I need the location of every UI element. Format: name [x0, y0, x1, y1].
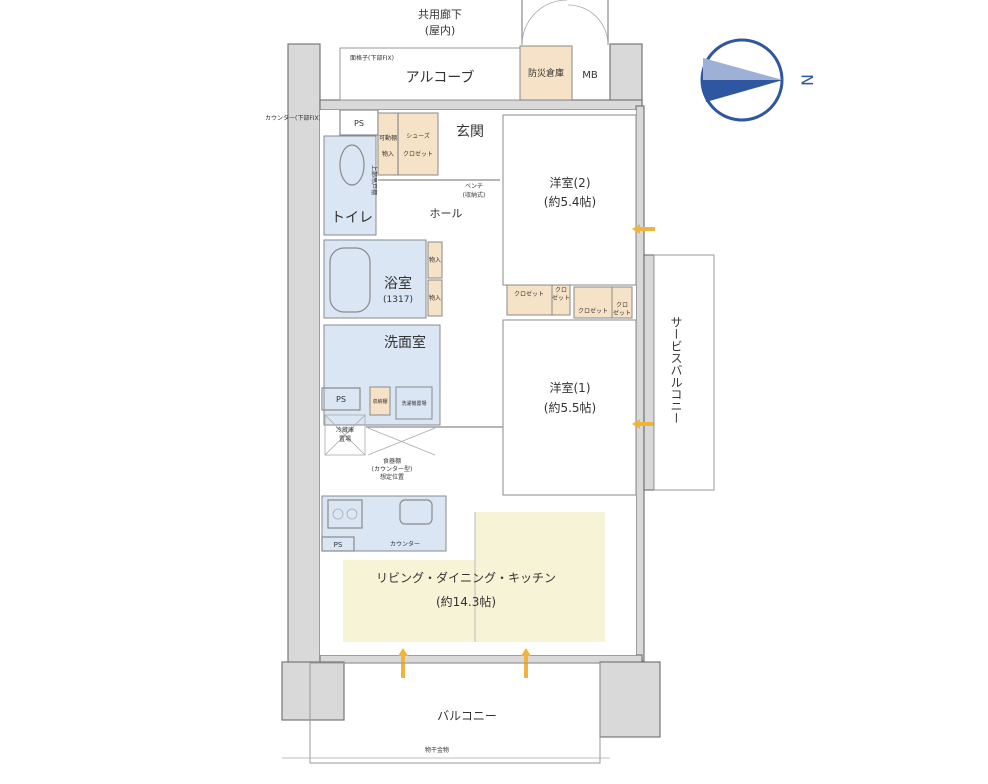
closet-c	[573, 286, 613, 319]
bath-label: 浴室	[384, 275, 412, 292]
washer-label: 洗濯機置場	[401, 400, 426, 407]
corridor-label: 共用廊下	[418, 7, 462, 21]
alcove-note: 面格子(下部FIX)	[350, 54, 394, 62]
bench-label-1: ベンチ	[465, 183, 483, 190]
toilet-bowl	[339, 144, 365, 186]
stove-icon	[327, 499, 363, 529]
bathroom	[323, 239, 427, 319]
cabinet-label-1: 物入	[429, 256, 441, 264]
linen-shelf-label: 収納棚	[372, 398, 387, 405]
closet-d-label-2: ゼット	[613, 309, 631, 317]
north-arrow-icon	[700, 38, 784, 122]
disaster-storage-label: 防災倉庫	[528, 67, 564, 79]
closet-b-label-2: ゼット	[552, 294, 570, 302]
ps-mid	[321, 387, 361, 411]
shoe-closet-label-1: シューズ	[406, 132, 430, 140]
bath-cabinet-2	[427, 279, 443, 317]
ldk-size: (約14.3帖)	[436, 594, 496, 609]
bedroom-1-label: 洋室(1)	[550, 380, 591, 395]
entrance-door	[521, 0, 609, 46]
ldk-label: リビング・ダイニング・キッチン	[376, 570, 556, 585]
ps-top-label: PS	[354, 119, 364, 128]
shelf-note-1: 可動棚	[379, 134, 397, 142]
structural-walls	[281, 43, 661, 738]
alcove-label: アルコーブ	[406, 69, 475, 86]
cupboard-label-3: 想定位置	[380, 473, 404, 481]
ps-kitchen-label: PS	[334, 541, 343, 549]
bedroom-1-size: (約5.5帖)	[544, 400, 596, 415]
cabinet-label-2: 物入	[429, 294, 441, 302]
ldk-area	[343, 560, 605, 642]
closet-c-label: クロゼット	[578, 307, 608, 315]
toilet-label: トイレ	[331, 210, 373, 226]
balcony	[309, 662, 601, 764]
sink-icon	[399, 499, 433, 525]
shelf-note-2: 物入	[382, 150, 394, 158]
closet-b	[551, 284, 571, 316]
service-balcony-label: サービスバルコニー	[669, 316, 683, 424]
kitchen-counter-label: カウンター	[390, 540, 420, 548]
bedroom-1	[502, 319, 637, 496]
toilet-room	[323, 135, 377, 236]
alcove-area	[339, 47, 521, 101]
bathtub	[329, 247, 371, 313]
closet-a-label: クロゼット	[514, 290, 544, 298]
fridge-label-2: 置場	[339, 435, 351, 443]
service-balcony	[653, 254, 715, 491]
cupboard-label-2: (カウンター型)	[372, 465, 413, 473]
bedroom-2	[502, 114, 637, 286]
closet-b-label-1: クロ	[555, 287, 567, 294]
corridor-sub-label: (屋内)	[425, 23, 456, 37]
fridge-space	[324, 414, 366, 456]
washer-space	[395, 386, 433, 420]
washroom-label: 洗面室	[384, 334, 426, 351]
toilet-note: 上部吊戸棚	[370, 165, 378, 195]
mb-label: MB	[582, 70, 598, 81]
closet-d	[611, 286, 633, 319]
bath-cabinet-1	[427, 241, 443, 279]
bedroom-2-label: 洋室(2)	[550, 175, 591, 190]
entrance-label: 玄関	[456, 123, 484, 140]
balcony-label: バルコニー	[437, 709, 497, 723]
cupboard-label-1: 食器棚	[383, 457, 401, 465]
closet-d-label-1: クロ	[616, 302, 628, 309]
ps-mid-label: PS	[336, 395, 346, 404]
counter-note: カウンター(下部FIX)	[265, 114, 321, 122]
fridge-label-1: 冷蔵庫	[336, 426, 354, 434]
linen-shelf	[369, 386, 391, 416]
bedroom-2-size: (約5.4帖)	[544, 194, 596, 209]
bath-size: (1317)	[383, 295, 413, 305]
hall-label: ホール	[430, 207, 463, 220]
shoe-closet-label-2: クロゼット	[403, 150, 433, 158]
disaster-storage	[519, 45, 573, 101]
ps-kitchen	[321, 536, 355, 552]
closet-a	[506, 284, 553, 316]
shoe-closet	[377, 112, 439, 176]
bench-label-2: (収納式)	[463, 191, 486, 199]
compass-label: N	[798, 74, 817, 86]
balcony-note: 物干金物	[425, 746, 449, 754]
